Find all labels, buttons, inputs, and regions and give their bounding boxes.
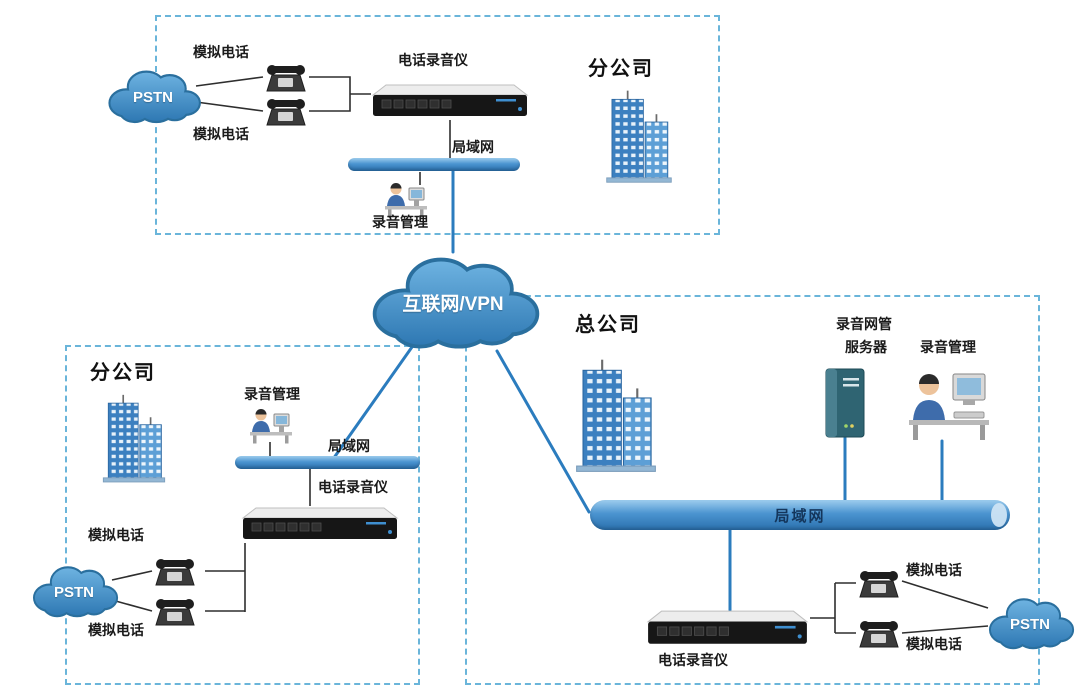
branch-office-zone-top (155, 15, 720, 235)
pstn-cloud-top: PSTN (103, 62, 203, 128)
branch-office-zone-left (65, 345, 420, 685)
phone-recorder-label: 电话录音仪 (318, 479, 388, 495)
branch-office-title: 分公司 (90, 362, 156, 384)
internet-vpn-cloud: 互联网/VPN (363, 243, 543, 357)
analog-phone-icon (859, 570, 899, 598)
headquarters-title: 总公司 (575, 314, 641, 336)
phone-recorder-label: 电话录音仪 (398, 52, 468, 68)
lan-bar: 局域网 (590, 500, 1010, 530)
pstn-cloud-left: PSTN (28, 558, 120, 622)
nms-server-label-line2: 服务器 (845, 339, 887, 355)
analog-phone-icon (155, 598, 195, 626)
internet-vpn-label: 互联网/VPN (402, 294, 504, 315)
nms-server-label-line1: 录音网管 (836, 316, 892, 332)
phone-recorder-icon (242, 507, 398, 540)
pstn-label: PSTN (1009, 616, 1050, 633)
analog-phone-label: 模拟电话 (193, 44, 249, 60)
analog-phone-label: 模拟电话 (88, 622, 144, 638)
analog-phone-label: 模拟电话 (88, 527, 144, 543)
analog-phone-icon (266, 64, 306, 92)
recording-mgmt-label: 录音管理 (920, 339, 976, 355)
lan-label: 局域网 (328, 438, 370, 454)
recording-mgmt-workstation-icon (908, 373, 990, 441)
office-buildings-icon (605, 89, 673, 184)
recording-mgmt-label: 录音管理 (372, 214, 428, 230)
pstn-label: PSTN (132, 89, 173, 106)
analog-phone-icon (859, 620, 899, 648)
pstn-cloud-hq: PSTN (984, 590, 1076, 654)
nms-server-icon (825, 368, 865, 438)
pstn-label: PSTN (53, 584, 94, 601)
analog-phone-label: 模拟电话 (906, 636, 962, 652)
lan-bar (235, 456, 420, 469)
office-buildings-icon (102, 394, 166, 483)
analog-phone-label: 模拟电话 (906, 562, 962, 578)
branch-office-title: 分公司 (588, 58, 654, 80)
lan-label: 局域网 (774, 507, 826, 525)
office-buildings-icon (575, 358, 657, 473)
phone-recorder-label: 电话录音仪 (658, 652, 728, 668)
analog-phone-label: 模拟电话 (193, 126, 249, 142)
recording-mgmt-label: 录音管理 (244, 386, 300, 402)
analog-phone-icon (155, 558, 195, 586)
recording-mgmt-workstation-icon (249, 408, 293, 444)
analog-phone-icon (266, 98, 306, 126)
recording-mgmt-workstation-icon (384, 182, 428, 218)
lan-label: 局域网 (452, 139, 494, 155)
phone-recorder-icon (647, 610, 808, 645)
headquarters-zone (465, 295, 1040, 685)
phone-recorder-icon (372, 84, 528, 117)
lan-bar (348, 158, 520, 171)
